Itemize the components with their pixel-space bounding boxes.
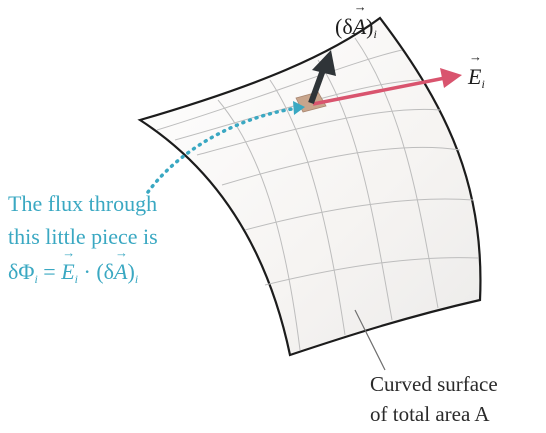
dotted-pointer xyxy=(146,106,300,194)
surface-label-line-1: Curved surface xyxy=(370,372,498,396)
caption-line-1: The flux through xyxy=(8,191,158,216)
pointer-arrowhead xyxy=(293,101,305,115)
caption-line-2: this little piece is xyxy=(8,224,158,249)
surface-label-line-2: of total area A xyxy=(370,402,490,426)
area-arrow xyxy=(308,50,336,105)
field-vector-label: Ei xyxy=(468,49,485,92)
curved-surface xyxy=(137,16,482,357)
surface-leader-line xyxy=(354,309,386,371)
field-arrow xyxy=(312,68,462,106)
surface-grid xyxy=(156,37,479,351)
area-vector-label: (δA)i xyxy=(335,0,377,42)
caption-equation: δΦi = Ei · (δA)i xyxy=(8,246,138,285)
